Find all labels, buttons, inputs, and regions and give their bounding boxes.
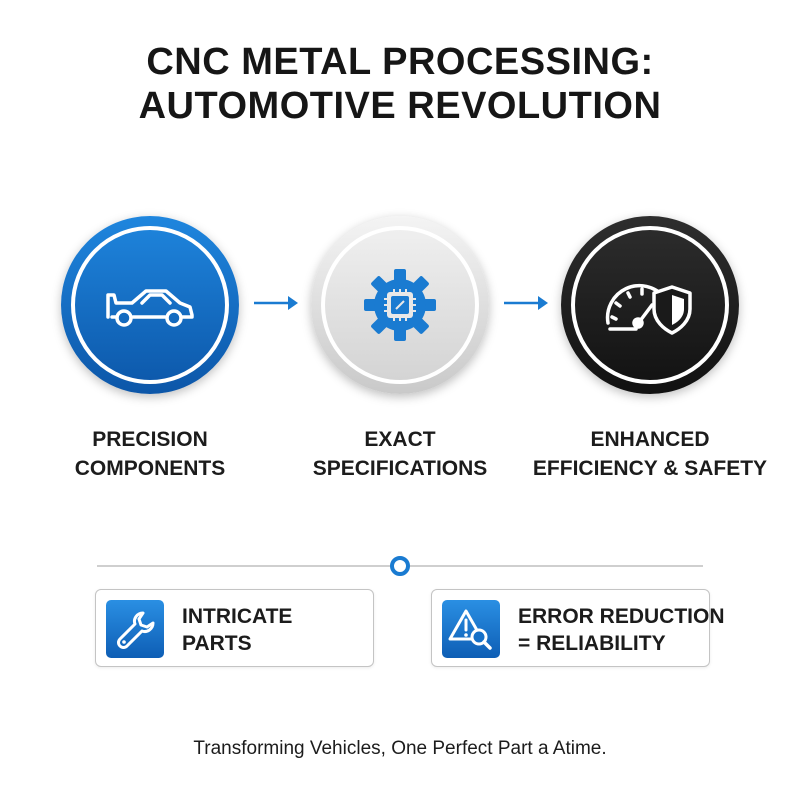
step-circle-efficiency: [561, 216, 739, 394]
step-circle-specifications: [311, 216, 489, 394]
warning-magnifier-icon: [448, 609, 492, 650]
gear-chip-icon: [364, 269, 436, 341]
step-label-efficiency: ENHANCED EFFICIENCY & SAFETY: [532, 428, 768, 480]
speedometer-shield-icon: [605, 283, 692, 335]
title-line-1: CNC METAL PROCESSING:: [146, 41, 654, 83]
title-line-2: AUTOMOTIVE REVOLUTION: [138, 85, 662, 127]
arrow-icon: [254, 296, 298, 310]
step-label-specifications: EXACT SPECIFICATIONS: [312, 428, 488, 480]
step-label-precision: PRECISION COMPONENTS: [74, 428, 226, 480]
card-title-line-2: = RELIABILITY: [518, 632, 666, 655]
car-icon: [106, 289, 194, 327]
wrench-icon: [117, 611, 155, 649]
step-circle-precision: [61, 216, 239, 394]
card-error-reduction: ERROR REDUCTION = RELIABILITY: [431, 589, 725, 667]
page-title: CNC METAL PROCESSING: AUTOMOTIVE REVOLUT…: [0, 40, 800, 128]
arrow-icon: [504, 296, 548, 310]
card-intricate-parts: INTRICATE PARTS: [95, 589, 374, 667]
tagline: Transforming Vehicles, One Perfect Part …: [193, 738, 607, 759]
card-title-line-2: PARTS: [182, 632, 252, 655]
card-title-line-1: INTRICATE: [182, 605, 293, 628]
timeline-node: [390, 556, 410, 576]
card-title-line-1: ERROR REDUCTION: [518, 605, 725, 628]
